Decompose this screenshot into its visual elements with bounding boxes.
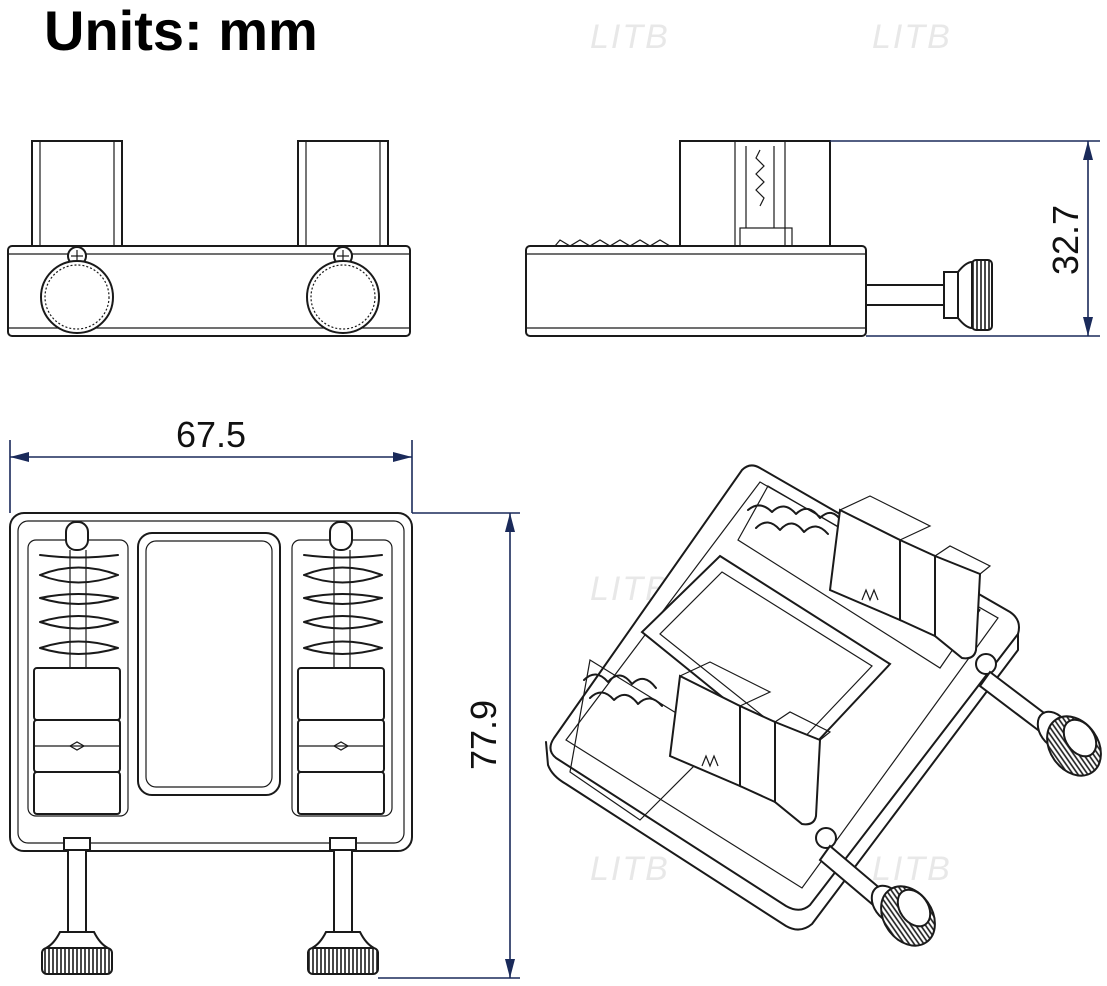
center-recess xyxy=(137,532,281,796)
knob-icon xyxy=(307,947,379,975)
depth-dimension: 77.9 xyxy=(378,512,520,979)
knob-icon xyxy=(971,259,993,331)
post-left xyxy=(31,140,123,248)
screw-head xyxy=(329,837,357,851)
top-view xyxy=(9,512,413,975)
watermark: LITB xyxy=(590,18,670,56)
spring-icon xyxy=(39,554,119,655)
front-view xyxy=(7,140,411,337)
spring-icon xyxy=(303,554,383,655)
clamp-block xyxy=(33,667,121,721)
width-label: 67.5 xyxy=(176,414,246,455)
screw-shaft xyxy=(67,849,87,933)
width-dimension: 67.5 xyxy=(9,414,413,513)
post-right xyxy=(297,140,389,248)
pin xyxy=(65,521,89,551)
screw-head xyxy=(815,827,837,849)
units-title: Units: mm xyxy=(44,0,318,62)
depth-label: 77.9 xyxy=(463,700,504,770)
isometric-view xyxy=(545,464,1102,947)
knob-icon xyxy=(40,260,114,334)
knob-icon xyxy=(306,260,380,334)
clamp-block xyxy=(33,771,121,815)
screw-shaft xyxy=(865,284,947,306)
clamp-block xyxy=(297,771,385,815)
knob-icon xyxy=(41,947,113,975)
clamp-block xyxy=(934,554,982,660)
base-side xyxy=(525,245,867,337)
screw-head xyxy=(975,653,997,675)
pin xyxy=(329,521,353,551)
watermark: LITB xyxy=(590,850,670,888)
clamp-block xyxy=(297,667,385,721)
watermark: LITB xyxy=(872,18,952,56)
knob-collar xyxy=(943,271,959,319)
screw-head xyxy=(63,837,91,851)
clamp-block xyxy=(774,720,822,826)
watermark: LITB xyxy=(872,850,952,888)
side-view xyxy=(525,140,993,337)
height-label: 32.7 xyxy=(1045,205,1086,275)
height-dimension: 32.7 xyxy=(830,140,1100,337)
screw-shaft xyxy=(333,849,353,933)
post-side xyxy=(679,140,831,248)
